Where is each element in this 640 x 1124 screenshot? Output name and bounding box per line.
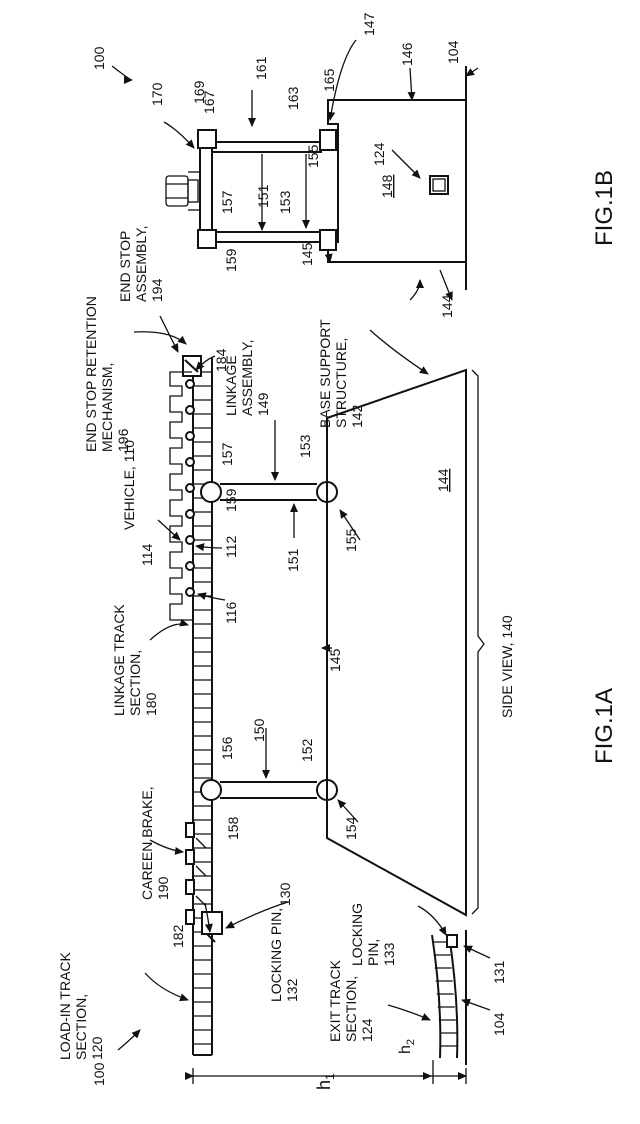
careen-brakes	[186, 823, 206, 924]
ref-100-a: 100	[91, 1062, 107, 1086]
label-ref-151-b: 151	[255, 184, 271, 208]
label-ref-170: 170	[149, 82, 165, 106]
label-ref-130: 130	[277, 882, 293, 906]
fig1a-title: FIG.1A	[591, 688, 618, 764]
label-ref-114: 114	[139, 543, 155, 566]
label-ref-156: 156	[219, 736, 235, 760]
label-ref-154: 154	[343, 816, 359, 840]
label-ref-152: 152	[299, 738, 315, 762]
label-exit-track: EXIT TRACK SECTION, 124	[327, 956, 375, 1042]
label-ref-124-b: 124	[371, 142, 387, 166]
exit-track	[432, 935, 458, 1058]
label-ref-145-a: 145	[327, 648, 343, 672]
label-ref-163: 163	[285, 86, 301, 110]
label-ref-116: 116	[223, 601, 239, 624]
label-ref-158: 158	[225, 816, 241, 840]
vehicle-wheel	[186, 536, 194, 544]
label-ref-104-b: 104	[445, 40, 461, 64]
label-ref-153-a: 153	[297, 434, 313, 458]
fig1b-labels: FIG.1B 100 END STOP ASSEMBLY, 194 BASE S…	[91, 12, 618, 428]
main-track	[193, 358, 212, 1055]
label-load-in-track: LOAD-IN TRACK SECTION, 120	[57, 948, 105, 1060]
side-view-brace	[472, 370, 484, 914]
label-ref-165: 165	[321, 68, 337, 92]
fig1b-title: FIG.1B	[591, 170, 618, 246]
label-ref-147: 147	[361, 12, 377, 36]
label-ref-169: 169	[191, 80, 207, 104]
locking-pin-132	[202, 912, 222, 934]
fig1b-drawing: FIG.1B 100 END STOP ASSEMBLY, 194 BASE S…	[91, 12, 618, 428]
label-vehicle: VEHICLE, 110	[121, 440, 137, 530]
label-ref-159-b: 159	[223, 248, 239, 272]
label-ref-104-a: 104	[491, 1012, 507, 1036]
label-ref-148: 148	[379, 174, 395, 198]
label-ref-146: 146	[399, 42, 415, 66]
pivot-159	[198, 230, 216, 248]
label-ref-161: 161	[253, 56, 269, 80]
pivot-169	[198, 130, 216, 148]
label-ref-144-a: 144	[435, 468, 451, 492]
vehicle-wheel	[186, 510, 194, 518]
vehicle-wheel	[186, 562, 194, 570]
label-ref-151-a: 151	[285, 548, 301, 572]
vehicle-wheel	[186, 406, 194, 414]
label-locking-pin-132: LOCKING PIN, 132	[268, 904, 300, 1002]
vehicle-wheel	[186, 484, 194, 492]
vehicle-wheel	[186, 432, 194, 440]
label-ref-155-b: 155	[305, 144, 321, 168]
label-end-stop-assembly: END STOP ASSEMBLY, 194	[117, 222, 165, 302]
label-ref-157: 157	[219, 442, 235, 466]
label-ref-153-b: 153	[277, 190, 293, 214]
pivot-153	[320, 230, 336, 250]
linkage-assembly-149	[201, 482, 337, 502]
label-ref-182: 182	[170, 924, 186, 948]
vehicle-wheel	[186, 588, 194, 596]
ref-100-b: 100	[91, 46, 107, 70]
label-ref-150: 150	[251, 718, 267, 742]
label-base-support: BASE SUPPORT STRUCTURE, 142	[317, 316, 365, 428]
label-h2: h2	[397, 1039, 417, 1054]
label-careen-brake: CAREEN BRAKE, 190	[139, 783, 171, 900]
label-ref-145-b: 145	[299, 242, 315, 266]
vehicle-end-view	[166, 172, 200, 210]
linkage-assembly-150	[201, 780, 337, 800]
label-ref-144-b: 144	[439, 294, 455, 318]
label-ref-112: 112	[223, 535, 239, 558]
label-end-stop-retention: END STOP RETENTION MECHANISM, 196	[83, 292, 131, 452]
label-ref-155-a: 155	[343, 528, 359, 552]
vehicle-wheel	[186, 458, 194, 466]
label-ref-157-b: 157	[219, 190, 235, 214]
label-linkage-assembly: LINKAGE ASSEMBLY, 149	[223, 336, 271, 416]
label-ref-159: 159	[223, 488, 239, 512]
label-linkage-track: LINKAGE TRACK SECTION, 180	[111, 600, 159, 716]
vehicle-wheel	[186, 380, 194, 388]
pivot-163	[320, 130, 336, 150]
label-ref-131: 131	[491, 960, 507, 984]
locking-pin-133	[447, 935, 457, 947]
label-side-view: SIDE VIEW, 140	[499, 615, 515, 718]
label-locking-pin-133: LOCKING PIN, 133	[349, 899, 397, 966]
